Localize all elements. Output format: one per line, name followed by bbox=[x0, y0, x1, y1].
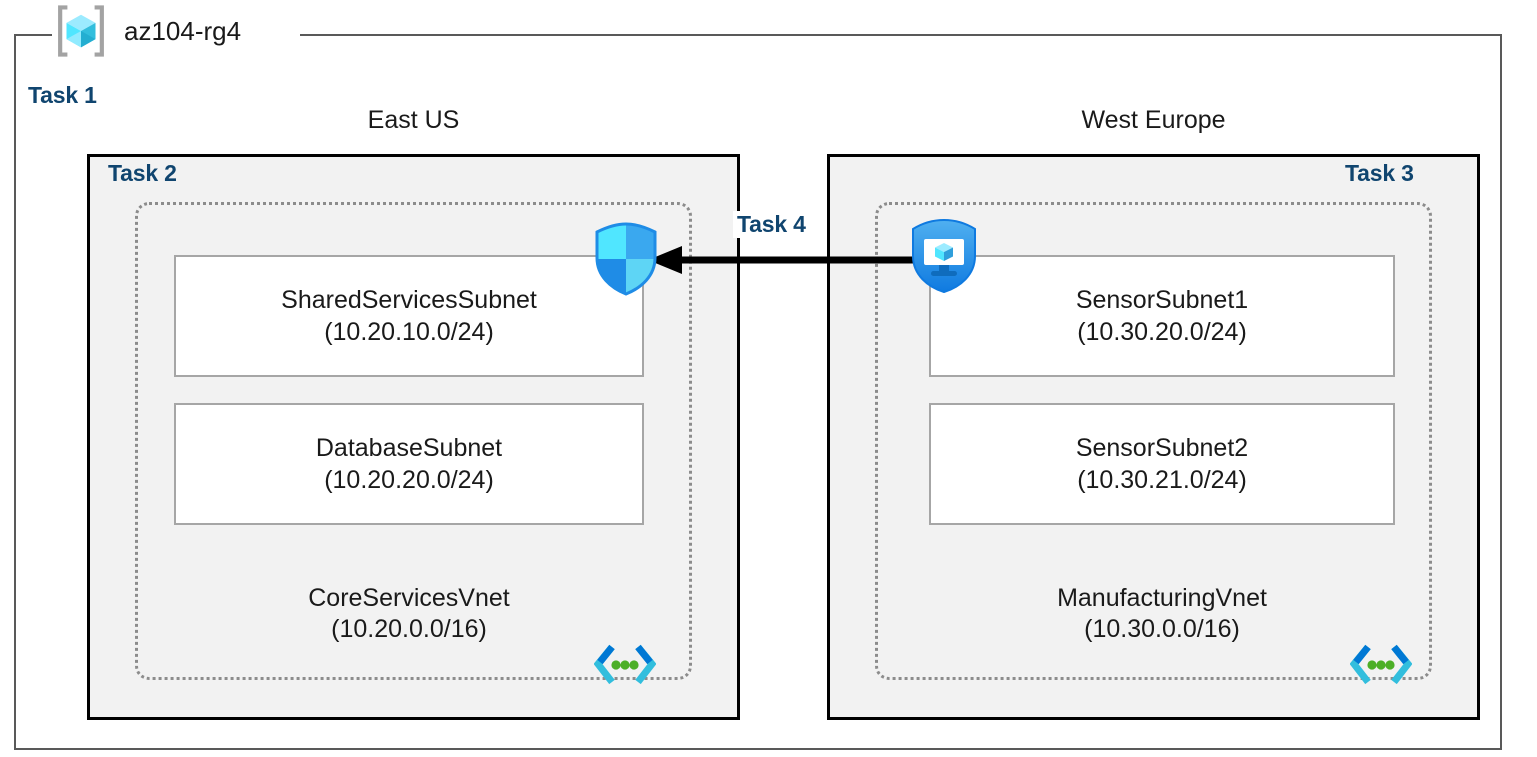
subnet-cidr: (10.20.20.0/24) bbox=[324, 466, 494, 494]
virtual-network-icon bbox=[593, 643, 657, 687]
resource-group-title: az104-rg4 bbox=[124, 16, 242, 46]
vnet-cidr: (10.20.0.0/16) bbox=[331, 614, 487, 643]
subnet-name: SharedServicesSubnet bbox=[281, 285, 537, 314]
subnet-name: SensorSubnet2 bbox=[1075, 433, 1249, 462]
resource-group-frame-right bbox=[1500, 34, 1502, 750]
vnet-cidr: (10.30.0.0/16) bbox=[1084, 614, 1240, 643]
vnet-box-manufacturing bbox=[875, 202, 1432, 680]
resource-group-frame-top-right bbox=[300, 34, 1502, 36]
resource-group-header: az104-rg4 bbox=[52, 2, 248, 60]
virtual-network-icon bbox=[1349, 643, 1413, 687]
subnet-cidr: (10.30.20.0/24) bbox=[1077, 318, 1247, 346]
network-security-group-shield-icon bbox=[593, 222, 659, 296]
subnet-shared-services: SharedServicesSubnet (10.20.10.0/24) bbox=[174, 255, 644, 377]
task-4-label: Task 4 bbox=[733, 211, 810, 238]
vnet-name: ManufacturingVnet bbox=[1057, 584, 1267, 612]
subnet-cidr: (10.30.21.0/24) bbox=[1077, 466, 1247, 494]
vnet-name: CoreServicesVnet bbox=[308, 584, 510, 612]
resource-group-frame-left bbox=[14, 34, 16, 750]
subnet-sensor-2: SensorSubnet2 (10.30.21.0/24) bbox=[929, 403, 1395, 525]
peering-arrow bbox=[648, 245, 923, 275]
task-3-label: Task 3 bbox=[1345, 160, 1414, 186]
task-2-label: Task 2 bbox=[108, 160, 177, 186]
vnet-box-core-services bbox=[135, 202, 692, 680]
vnet-caption-manufacturing: ManufacturingVnet (10.30.0.0/16) bbox=[929, 583, 1395, 644]
vnet-caption-core-services: CoreServicesVnet (10.20.0.0/16) bbox=[174, 583, 644, 644]
resource-group-frame-bottom bbox=[14, 748, 1502, 750]
azure-resource-group-icon bbox=[52, 2, 110, 60]
task-1-label: Task 1 bbox=[28, 82, 97, 108]
region-caption-west-europe: West Europe bbox=[1081, 106, 1226, 134]
subnet-name: SensorSubnet1 bbox=[1075, 285, 1249, 314]
subnet-database: DatabaseSubnet (10.20.20.0/24) bbox=[174, 403, 644, 525]
subnet-sensor-1: SensorSubnet1 (10.30.20.0/24) bbox=[929, 255, 1395, 377]
subnet-cidr: (10.20.10.0/24) bbox=[324, 318, 494, 346]
region-caption-east-us: East US bbox=[367, 106, 460, 134]
resource-group-frame-top-left-stub bbox=[14, 34, 54, 36]
subnet-name: DatabaseSubnet bbox=[315, 433, 503, 462]
defender-for-cloud-shield-icon bbox=[909, 218, 979, 294]
